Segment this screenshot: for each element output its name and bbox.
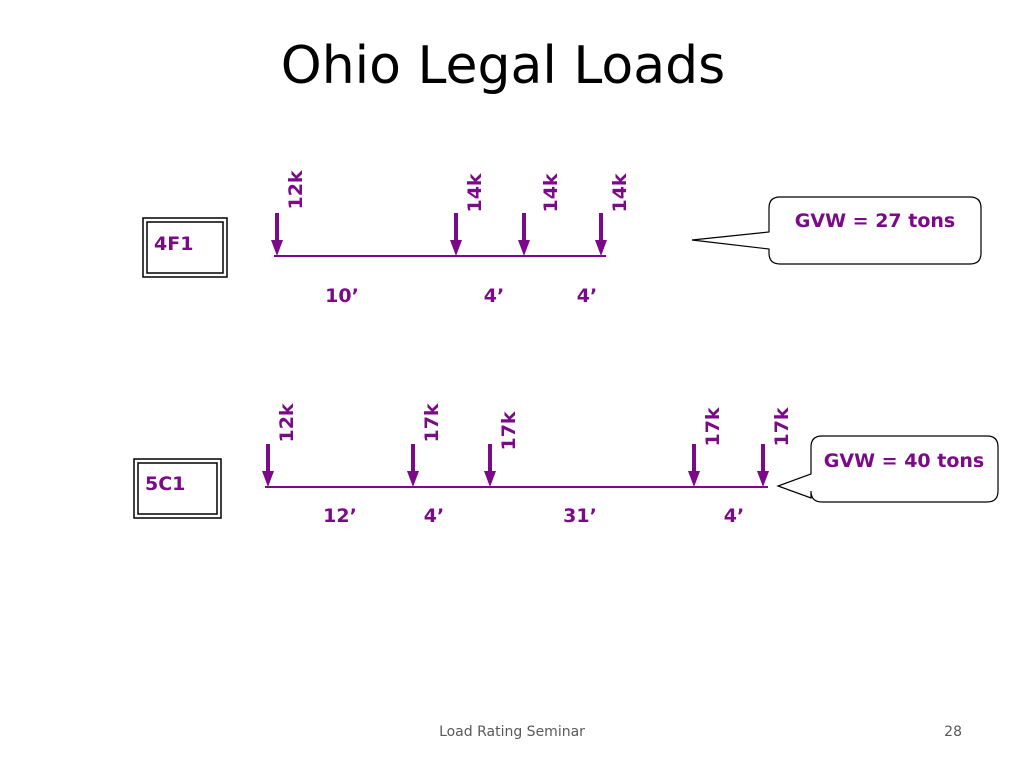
gvw-label: GVW = 40 tons: [824, 450, 984, 472]
axle-spacing-label: 31’: [563, 505, 597, 527]
axle-spacing-label: 4’: [424, 505, 444, 527]
axle-load-label: 14k: [540, 173, 562, 212]
truck-4f1: 4F1 12k 14k 14k 14k 10’ 4’ 4’ GVW = 27 t…: [142, 170, 982, 307]
axle-spacing-label: 4’: [484, 285, 504, 307]
axle-load-label: 17k: [702, 407, 724, 446]
axle-load-arrow: [757, 444, 769, 487]
axle-load-label: 17k: [771, 407, 793, 446]
axle-load-arrow: [484, 444, 496, 487]
gvw-callout: GVW = 27 tons: [691, 196, 982, 265]
axle-load-arrow: [271, 213, 283, 256]
gvw-callout: GVW = 40 tons: [776, 435, 999, 503]
truck-name: 5C1: [145, 473, 185, 495]
slide-title: Ohio Legal Loads: [280, 36, 726, 96]
truck-name-box: 5C1: [133, 458, 222, 519]
truck-5c1: 5C1 12k 17k 17k 17k 17k 12’ 4’ 31’: [133, 403, 999, 527]
axle-load-label: 17k: [421, 403, 443, 442]
truck-name-box: 4F1: [142, 217, 228, 278]
page-number: 28: [944, 724, 962, 740]
axle-load-arrow: [407, 444, 419, 487]
axle-load-label: 14k: [464, 173, 486, 212]
axle-load-arrow: [688, 444, 700, 487]
axle-load-arrow: [450, 213, 462, 256]
gvw-label: GVW = 27 tons: [795, 210, 955, 232]
axle-load-arrow: [595, 213, 607, 256]
axle-load-label: 17k: [498, 411, 520, 450]
truck-name: 4F1: [154, 233, 193, 255]
axle-load-label: 12k: [276, 403, 298, 442]
footer-text: Load Rating Seminar: [439, 724, 585, 740]
axle-spacing-label: 4’: [724, 505, 744, 527]
axle-spacing-label: 4’: [577, 285, 597, 307]
axle-load-arrow: [518, 213, 530, 256]
axle-spacing-label: 10’: [325, 285, 359, 307]
axle-spacing-label: 12’: [323, 505, 357, 527]
axle-load-label: 12k: [285, 170, 307, 209]
axle-load-arrow: [262, 444, 274, 487]
axle-load-label: 14k: [609, 173, 631, 212]
